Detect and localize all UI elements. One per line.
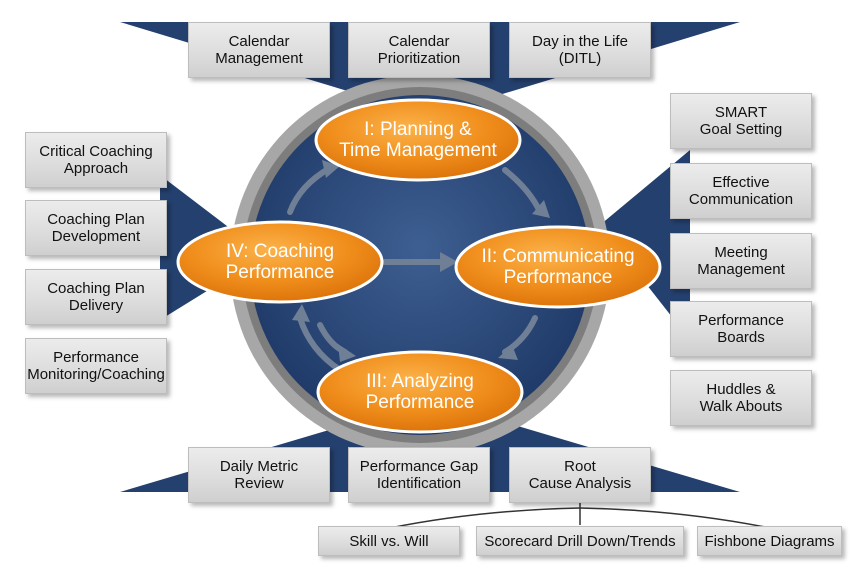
- box-performance-gap-identification: Performance Gap Identification: [348, 447, 490, 503]
- box-day-in-the-life: Day in the Life (DITL): [509, 22, 651, 78]
- phase-communicating-label: II: Communicating Performance: [481, 246, 635, 288]
- arrowheads: [292, 160, 550, 362]
- box-critical-coaching-approach: Critical Coaching Approach: [25, 132, 167, 188]
- box-performance-boards: Performance Boards: [670, 301, 812, 357]
- box-effective-communication: Effective Communication: [670, 163, 812, 219]
- arrowhead-3: [338, 344, 356, 362]
- box-calendar-prioritization: Calendar Prioritization: [348, 22, 490, 78]
- box-huddles-walk-abouts: Huddles & Walk Abouts: [670, 370, 812, 426]
- box-smart-goal-setting: SMART Goal Setting: [670, 93, 812, 149]
- box-meeting-management: Meeting Management: [670, 233, 812, 289]
- box-skill-vs-will: Skill vs. Will: [318, 526, 460, 556]
- ellipse-coaching: [176, 220, 384, 304]
- ellipse-planning: [314, 98, 522, 182]
- phase-coaching-label: IV: Coaching Performance: [225, 241, 335, 283]
- arrow-analyzing-to-coaching: [297, 315, 343, 373]
- box-root-cause-analysis: Root Cause Analysis: [509, 447, 651, 503]
- arrowhead-6: [440, 252, 458, 272]
- box-coaching-plan-delivery: Coaching Plan Delivery: [25, 269, 167, 325]
- box-performance-monitoring: Performance Monitoring/Coaching: [25, 338, 167, 394]
- box-coaching-plan-development: Coaching Plan Development: [25, 200, 167, 256]
- root-cause-connectors: [389, 500, 771, 529]
- arrowhead-1: [532, 200, 550, 218]
- phase-analyzing-label: III: Analyzing Performance: [365, 371, 475, 413]
- ellipse-analyzing: [316, 350, 524, 434]
- arrowhead-4: [292, 304, 310, 322]
- phase-planning-label: I: Planning & Time Management: [339, 119, 497, 161]
- box-calendar-management: Calendar Management: [188, 22, 330, 78]
- box-scorecard-drill-down: Scorecard Drill Down/Trends: [476, 526, 684, 556]
- ellipse-communicating: [454, 225, 662, 309]
- arrowhead-2: [498, 345, 518, 360]
- box-fishbone-diagrams: Fishbone Diagrams: [697, 526, 842, 556]
- box-daily-metric-review: Daily Metric Review: [188, 447, 330, 503]
